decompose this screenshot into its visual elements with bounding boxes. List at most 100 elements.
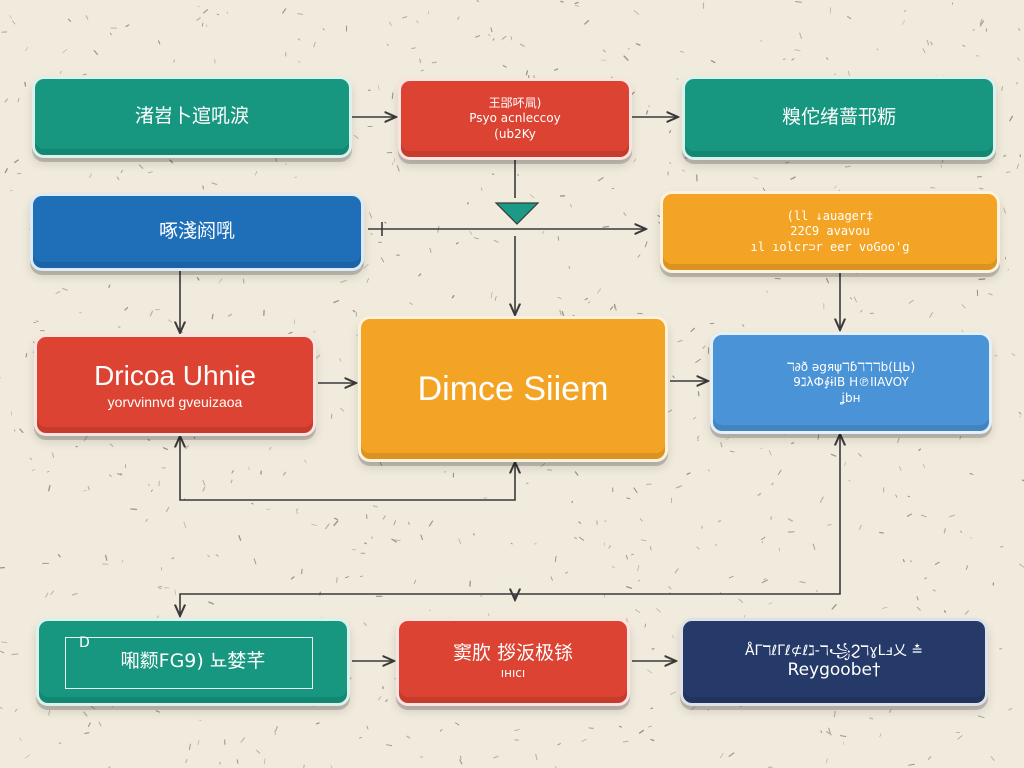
speckle-mark: [542, 230, 545, 234]
speckle-mark: [842, 741, 845, 745]
speckle-mark: [377, 696, 382, 701]
speckle-mark: [185, 758, 188, 763]
speckle-mark: [199, 719, 202, 722]
speckle-mark: [304, 459, 307, 464]
speckle-mark: [148, 483, 150, 487]
node-top-left[interactable]: 渚岧卜逭吼淚: [32, 76, 352, 158]
speckle-mark: [25, 46, 29, 52]
speckle-mark: [584, 297, 589, 301]
speckle-mark: [385, 699, 388, 703]
speckle-mark: [178, 327, 183, 334]
speckle-mark: [87, 722, 91, 727]
speckle-mark: [965, 565, 969, 570]
speckle-mark: [50, 590, 54, 595]
speckle-mark: [124, 306, 129, 311]
speckle-mark: [943, 610, 947, 613]
speckle-mark: [71, 593, 78, 596]
speckle-mark: [819, 496, 824, 503]
node-center[interactable]: Dimce Siiem: [358, 316, 668, 462]
speckle-mark: [488, 34, 491, 37]
speckle-mark: [844, 165, 851, 168]
speckle-mark: [231, 470, 234, 474]
speckle-mark: [777, 469, 782, 475]
speckle-mark: [1017, 57, 1020, 61]
speckle-mark: [380, 257, 385, 263]
speckle-mark: [623, 212, 627, 217]
speckle-mark: [720, 441, 723, 448]
node-left-2[interactable]: Dricoa Uhnie yorvvinnvd gveuizaoa: [34, 334, 316, 436]
node-top-middle[interactable]: 王郘吥凬) Psyo acnleccoy (ub2Ky: [398, 78, 632, 160]
speckle-mark: [104, 554, 108, 561]
speckle-mark: [290, 576, 295, 580]
speckle-mark: [719, 592, 723, 595]
speckle-mark: [0, 650, 5, 654]
speckle-mark: [667, 409, 672, 413]
node-subtext: ıʜıcı: [500, 666, 526, 681]
speckle-mark: [48, 485, 51, 492]
node-top-right[interactable]: 糗佗绪蔷邗粝: [682, 76, 996, 160]
speckle-mark: [579, 536, 585, 541]
node-subtext: (ub2Ky: [494, 126, 536, 141]
node-text: 王郘吥凬): [488, 95, 542, 110]
speckle-mark: [366, 725, 369, 730]
speckle-mark: [644, 623, 646, 628]
node-text: Dimce Siiem: [417, 369, 609, 408]
speckle-mark: [469, 231, 473, 235]
speckle-mark: [646, 483, 652, 485]
speckle-mark: [369, 212, 372, 219]
speckle-mark: [109, 32, 112, 36]
speckle-mark: [695, 358, 701, 364]
speckle-mark: [1007, 268, 1010, 271]
speckle-mark: [420, 69, 425, 72]
speckle-mark: [285, 163, 287, 165]
speckle-mark: [419, 58, 422, 64]
speckle-mark: [340, 407, 345, 412]
speckle-mark: [215, 554, 219, 557]
node-right-1[interactable]: (ll ↓auager‡ 22C9 avavou ıl ıolcr⊃r eer …: [660, 191, 1000, 273]
speckle-mark: [918, 448, 922, 451]
speckle-mark: [557, 743, 561, 746]
speckle-mark: [858, 453, 862, 457]
speckle-mark: [799, 32, 802, 39]
speckle-mark: [297, 13, 304, 15]
speckle-mark: [155, 710, 160, 713]
node-bottom-middle[interactable]: 窦肷 拶汳极铩 ıʜıcı: [396, 618, 630, 706]
speckle-mark: [386, 744, 393, 747]
speckle-mark: [480, 595, 483, 597]
node-right-2[interactable]: ℸ∂ð ǝgяψℸɓℸℸℸb(ЦЬ) 9ℷλФ∮ɨIB H℗IIAVOY ʝbʜ: [710, 332, 992, 434]
speckle-mark: [52, 452, 54, 458]
speckle-mark: [391, 92, 394, 100]
speckle-mark: [147, 438, 151, 442]
speckle-mark: [101, 563, 109, 565]
speckle-mark: [825, 730, 832, 736]
speckle-mark: [82, 489, 87, 492]
speckle-mark: [778, 547, 781, 552]
speckle-mark: [492, 38, 495, 41]
speckle-mark: [1, 641, 8, 644]
speckle-mark: [296, 508, 298, 515]
speckle-mark: [858, 524, 862, 530]
speckle-mark: [339, 358, 342, 362]
speckle-mark: [676, 77, 679, 80]
node-bottom-left[interactable]: D 啝颣FG9) 뇨婪芊: [36, 618, 350, 706]
speckle-mark: [165, 507, 170, 512]
speckle-mark: [420, 534, 424, 541]
speckle-mark: [794, 49, 801, 51]
speckle-mark: [559, 309, 562, 315]
speckle-mark: [493, 755, 499, 759]
speckle-mark: [707, 709, 710, 711]
speckle-mark: [359, 575, 364, 577]
speckle-mark: [921, 514, 927, 518]
speckle-mark: [46, 470, 50, 473]
speckle-mark: [55, 291, 61, 294]
speckle-mark: [24, 754, 30, 759]
node-left-1[interactable]: 啄淺阏啂: [30, 193, 364, 271]
speckle-mark: [889, 709, 892, 713]
speckle-mark: [25, 352, 28, 358]
speckle-mark: [860, 309, 863, 313]
node-bottom-right[interactable]: ÅΓℸℓΓℓ⊄ℓℷ‐ℸ꧁ϨℸɣLⅎ乂 ≛ Reygoobe†: [680, 618, 988, 706]
speckle-mark: [162, 447, 168, 451]
speckle-mark: [741, 324, 745, 327]
speckle-mark: [93, 50, 99, 56]
speckle-mark: [597, 288, 601, 294]
